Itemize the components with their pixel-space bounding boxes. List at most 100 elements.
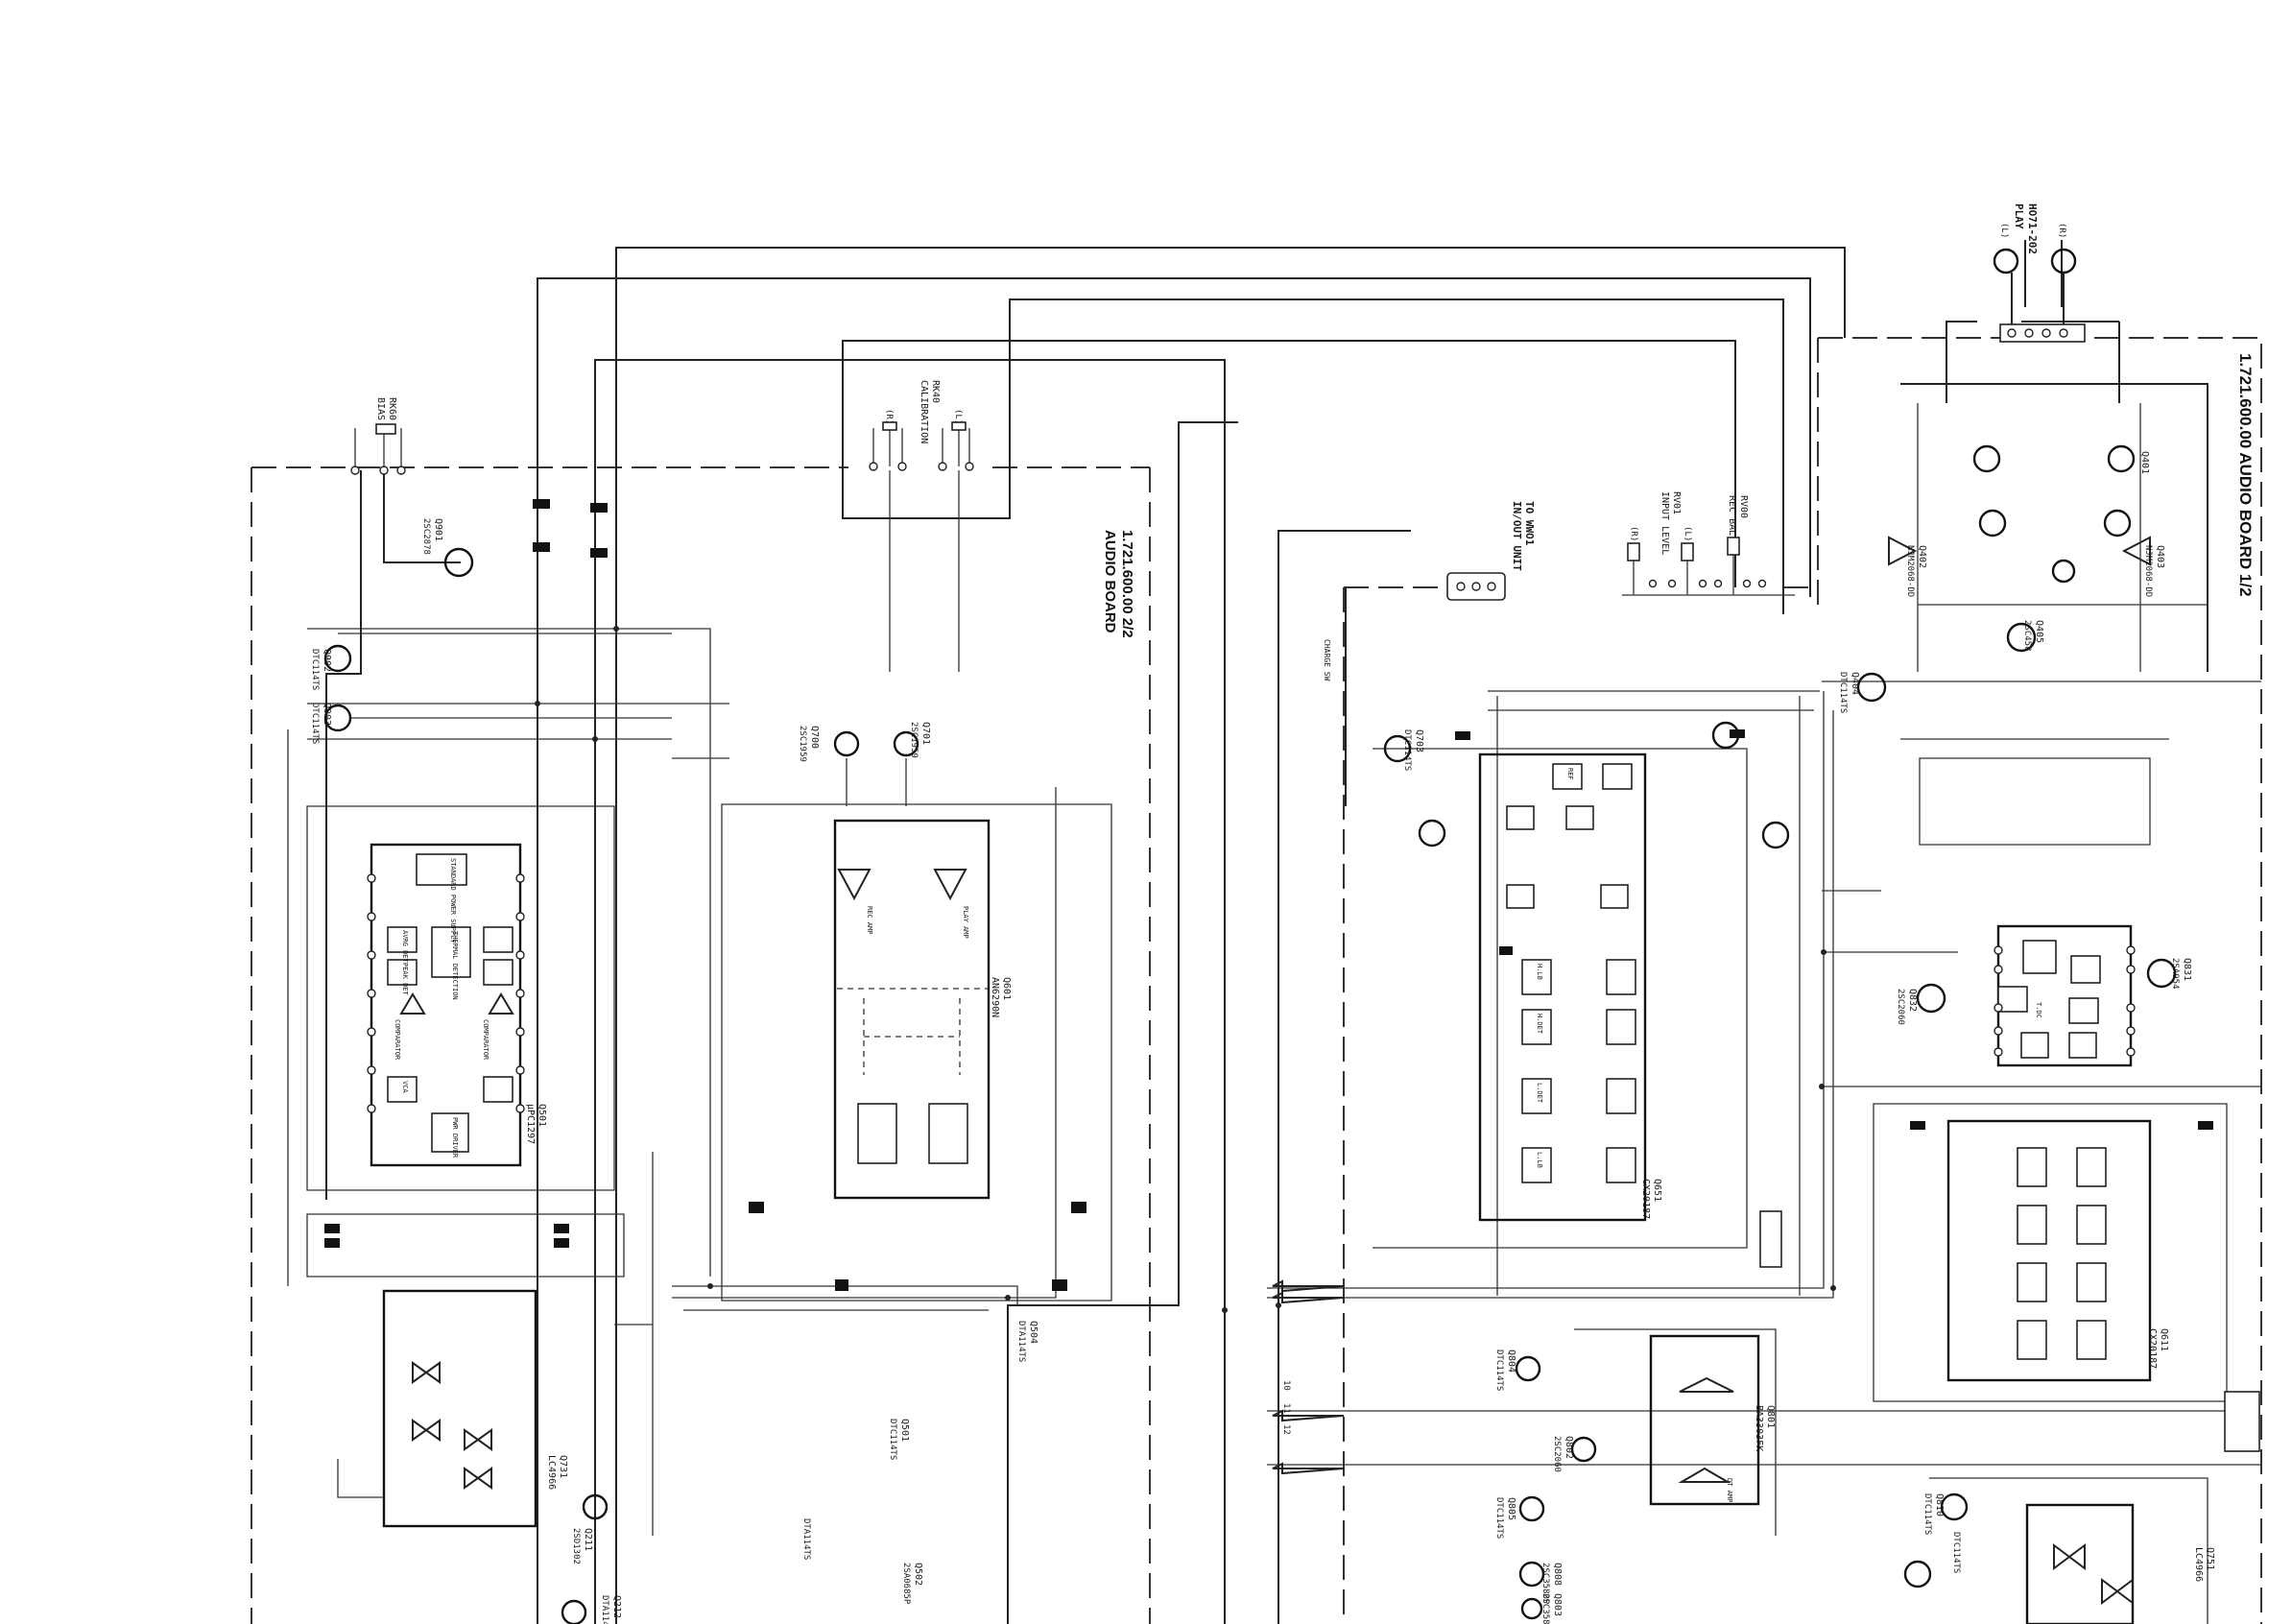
q808-ref: Q808 — [1552, 1563, 1563, 1586]
q401-ref: Q401 — [2139, 451, 2150, 474]
ba3303-part: BA3303FK — [1754, 1405, 1764, 1451]
q211-part: 2SD1302 — [571, 1528, 581, 1564]
q902-part: DTC114TS — [310, 649, 320, 690]
play-connector-title: HO71-202 — [2026, 203, 2039, 254]
an6290-part: AN6290N — [990, 977, 1000, 1017]
q211-ref: Q211 — [583, 1528, 593, 1551]
ic-q751 — [1903, 1477, 2208, 1624]
block-rec-amp: REC AMP — [866, 906, 873, 935]
q831b-part: DTC114TS — [1951, 1532, 1961, 1573]
ic-an6290 — [721, 803, 1112, 1302]
audio-board-2-2 — [287, 423, 672, 1624]
wwo1-title: TO WWO1 — [1523, 501, 1536, 546]
input-level-r: (R) — [1629, 526, 1638, 541]
net-12: 12 — [1281, 1424, 1291, 1435]
q502-part: 2SA0685P — [901, 1563, 911, 1605]
block-ref: REF — [1566, 768, 1574, 780]
net-11: 11 — [1281, 1403, 1291, 1414]
q832-ref: Q832 — [1907, 989, 1918, 1012]
q703-part: DTC114TS — [1402, 729, 1412, 771]
q832-part: 2SC2060 — [1896, 989, 1905, 1025]
input-level-label: INPUT LEVEL — [1659, 491, 1670, 555]
block-standard-power: STANDARD POWER SUPPLY — [449, 858, 457, 943]
q803-part: 2SC3580P — [1540, 1593, 1550, 1624]
wwo1-connector — [1446, 572, 1506, 601]
block-vca: VCA — [401, 1081, 409, 1093]
block-peak-det: PEAK DET — [401, 963, 409, 996]
q803-ref: Q803 — [1552, 1593, 1563, 1616]
ic-lc4966 — [337, 1289, 537, 1528]
wwo1-subtitle: IN/OUT UNIT — [1511, 501, 1523, 571]
cx-right-part: CX20187 — [2147, 1328, 2158, 1369]
net-10: 10 — [1281, 1380, 1291, 1391]
lc4966-right-ref: Q751 — [2205, 1547, 2215, 1570]
calibration-pot-label: CALIBRATION — [919, 380, 929, 443]
q903-ref: Q903 — [322, 703, 332, 726]
q403-part: NJM2068-DD — [2143, 545, 2153, 597]
ic-upc1297 — [306, 805, 615, 1191]
bias-pot-ref: RK60 — [387, 397, 397, 420]
q808-part: 2SC3580P — [1540, 1563, 1550, 1605]
play-ch-right: (R) — [2057, 223, 2066, 238]
q404-ref: Q404 — [1850, 672, 1860, 695]
q501-part: DTC114TS — [888, 1419, 897, 1460]
q901-part: 2SC2878 — [421, 518, 431, 555]
block-pwr-driver: PWR DRIVER — [451, 1117, 459, 1158]
q831-ref: Q831 — [2182, 958, 2192, 981]
calibration-section — [833, 341, 1011, 806]
q212-ref: Q212 — [611, 1595, 622, 1618]
q501-ref: Q501 — [899, 1419, 910, 1442]
q810-ref: Q810 — [1934, 1493, 1945, 1517]
play-connector-subtitle: PLAY — [2013, 203, 2025, 229]
q504-part: DTA114TS — [1016, 1321, 1026, 1362]
play-preamp-stages — [1856, 383, 2208, 846]
q700-part: 2SC1959 — [798, 726, 807, 762]
board-title-right: 1.721.600.00 AUDIO BOARD 1/2 — [2236, 353, 2255, 597]
q212-part: DTA114TS — [600, 1595, 609, 1624]
input-level-pots — [1622, 537, 1795, 596]
audio-board-1-2 — [1856, 248, 2260, 1624]
ba3303-label: Q801 — [1765, 1405, 1776, 1428]
input-level-l: (L) — [1683, 526, 1692, 541]
q903-part: DTC114TS — [310, 703, 320, 744]
q504-ref: Q504 — [1028, 1321, 1039, 1344]
q402-part: NJM2068-DD — [1905, 545, 1915, 597]
block-thermal: THERMAL DETECTION — [451, 931, 459, 1000]
q902-ref: Q902 — [322, 649, 332, 672]
lc4966-ref: Q731 — [558, 1455, 568, 1478]
q403-ref: Q403 — [2155, 545, 2165, 568]
play-connector — [1993, 248, 2086, 343]
q802-part: 2SC2060 — [1552, 1436, 1562, 1472]
q805-ref: Q805 — [1506, 1497, 1516, 1520]
q701-part: 2SC1959 — [909, 722, 919, 758]
block-comparator-a: COMPARATOR — [394, 1019, 401, 1061]
charge-sw-label: CHARGE SW — [1323, 639, 1331, 681]
board-title-left-line2: AUDIO BOARD — [1102, 530, 1118, 633]
q701-ref: Q701 — [920, 722, 931, 745]
q505-part: DTA114TS — [801, 1518, 811, 1560]
q901-ref: Q901 — [433, 518, 443, 541]
q805-part: DTC114TS — [1494, 1497, 1504, 1539]
q402-ref: Q402 — [1917, 545, 1927, 568]
calibration-right: (R) — [884, 409, 894, 424]
q404-part: DTC114TS — [1838, 672, 1848, 713]
lc4966-part: LC4966 — [546, 1455, 557, 1490]
cx-middle-part: CX20187 — [1640, 1179, 1651, 1219]
q405-part: 2SC458 — [2022, 620, 2032, 652]
lc4966-right-part: LC4966 — [2193, 1547, 2204, 1582]
calibration-pot-ref: RK40 — [930, 380, 941, 403]
ic-ba3303 — [1515, 1328, 1777, 1620]
rec-bal-label: REC BAL — [1727, 495, 1737, 536]
an6290-ref: Q601 — [1001, 977, 1012, 1000]
cx-right-ref: Q611 — [2159, 1328, 2169, 1351]
block-ave-det: AVRG DET — [401, 930, 409, 964]
q700-ref: Q700 — [809, 726, 820, 749]
upc1297-ref: Q501 — [537, 1104, 547, 1127]
input-level-ref: RV01 — [1671, 491, 1682, 514]
block-h-det: H.DET — [1536, 1014, 1543, 1035]
block-comparator-b: COMPARATOR — [482, 1019, 489, 1061]
audio-board-rec-section — [1272, 537, 1795, 1620]
ic-q611 — [1873, 1103, 2260, 1452]
rec-bal-ref: RV00 — [1738, 495, 1749, 518]
